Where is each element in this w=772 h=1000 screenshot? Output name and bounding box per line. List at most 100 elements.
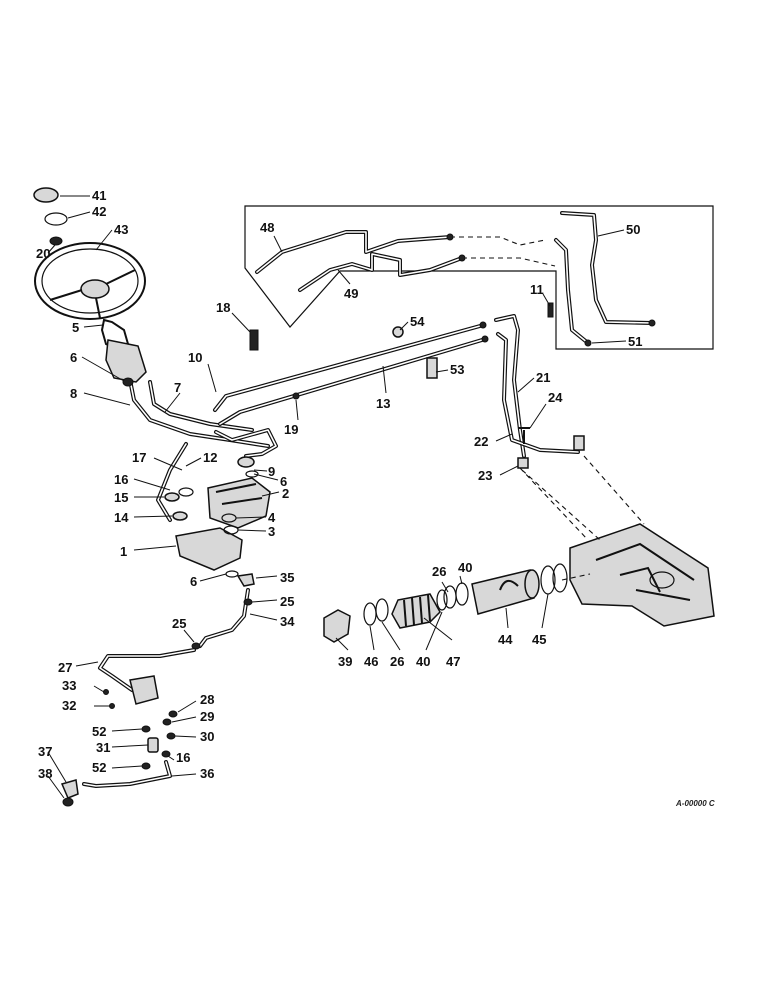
hose-17 (156, 442, 188, 522)
hose-17-inner (157, 443, 187, 521)
tube-36-inner (83, 761, 171, 787)
casting-dash-link2 (561, 573, 591, 581)
callout-30: 30 (200, 729, 214, 744)
callout-22: 22 (474, 434, 488, 449)
callout-25-left: 25 (172, 616, 186, 631)
tube-21-inner (495, 315, 525, 457)
callout-29: 29 (200, 709, 214, 724)
callout-52-lower: 52 (92, 760, 106, 775)
casting-dash-link (519, 455, 645, 541)
callout-16-lower: 16 (176, 750, 190, 765)
housing-44-end (524, 569, 540, 599)
callout-42: 42 (92, 204, 106, 219)
ring-29 (162, 718, 172, 726)
callout-6-upper: 6 (70, 350, 77, 365)
elbow-37 (60, 779, 79, 799)
ring-40a (455, 582, 469, 606)
steering-wheel-43 (34, 242, 146, 320)
nut-38 (62, 797, 74, 807)
callout-19: 19 (284, 422, 298, 437)
callout-5: 5 (72, 320, 79, 335)
fitting-14 (172, 511, 188, 521)
inset-dash-link (450, 236, 556, 267)
fitting-23 (517, 457, 529, 469)
fitting-31 (147, 737, 159, 753)
callout-36: 36 (200, 766, 214, 781)
tube-13-end (481, 335, 489, 343)
callout-4: 4 (268, 510, 276, 525)
fitting-right (573, 435, 585, 451)
hose-8-inner (129, 379, 269, 447)
callout-26-lower: 26 (390, 654, 404, 669)
screw-32 (109, 703, 115, 709)
callout-53: 53 (450, 362, 464, 377)
callout-27: 27 (58, 660, 72, 675)
cap-39 (323, 609, 351, 643)
callout-34: 34 (280, 614, 295, 629)
casting-hole (649, 571, 675, 589)
inset-frame (244, 205, 714, 350)
callout-47: 47 (446, 654, 460, 669)
filter-47-ribs (403, 594, 431, 627)
tube-49-inner (299, 253, 463, 291)
tube-10-end (479, 321, 487, 329)
fitting-15 (164, 492, 180, 502)
ring-6b (245, 470, 259, 478)
steering-spokes (49, 269, 136, 319)
ring-26b (375, 598, 389, 622)
transmission-casting (569, 523, 715, 627)
seal-3 (223, 525, 239, 535)
tube-49-end (458, 254, 466, 262)
callout-40-upper: 40 (458, 560, 472, 575)
hose-7-inner (149, 381, 253, 431)
callout-11: 11 (530, 282, 544, 297)
ring-42 (44, 212, 68, 226)
tube-51-end (584, 339, 592, 347)
housing-44 (471, 569, 535, 615)
callout-40-lower: 40 (416, 654, 430, 669)
block-27 (129, 675, 159, 705)
clip-18 (249, 329, 259, 351)
casting-detail (595, 542, 695, 601)
ring-25a (243, 598, 253, 606)
callout-49: 49 (344, 286, 358, 301)
callout-13: 13 (376, 396, 390, 411)
ring-25b (191, 642, 201, 650)
callout-45: 45 (532, 632, 546, 647)
tube-22 (496, 332, 580, 454)
tube-13 (218, 338, 484, 426)
callout-12: 12 (203, 450, 217, 465)
filter-47 (391, 593, 441, 629)
callout-20: 20 (36, 246, 50, 261)
callout-6-middle: 6 (280, 474, 287, 489)
steering-wheel-43-inner (41, 248, 139, 314)
callout-41: 41 (92, 188, 106, 203)
tube-10-inner (214, 325, 481, 411)
screw-33 (103, 689, 109, 695)
callout-35: 35 (280, 570, 294, 585)
valve-body-2 (207, 477, 271, 529)
leader-lines (47, 195, 627, 799)
pin-19 (292, 392, 300, 400)
callout-25-right: 25 (280, 594, 294, 609)
drawing-reference: A-00000 C (675, 799, 715, 808)
callout-50: 50 (626, 222, 640, 237)
tube-22-inner (497, 333, 579, 453)
ring-52b (141, 762, 151, 770)
tube-50-end (648, 319, 656, 327)
callout-6-lower: 6 (190, 574, 197, 589)
tube-13-inner (219, 339, 483, 425)
nut-20 (49, 236, 63, 246)
tube-49 (298, 252, 464, 292)
callout-16-upper: 16 (114, 472, 128, 487)
callout-37: 37 (38, 744, 52, 759)
callout-18: 18 (216, 300, 230, 315)
callout-9: 9 (268, 464, 275, 479)
callout-48: 48 (260, 220, 274, 235)
tube-50-inner (561, 212, 653, 324)
ring-30 (166, 732, 176, 740)
callout-31: 31 (96, 740, 110, 755)
callout-24: 24 (548, 390, 563, 405)
ring-28 (168, 710, 178, 718)
callout-17: 17 (132, 450, 146, 465)
